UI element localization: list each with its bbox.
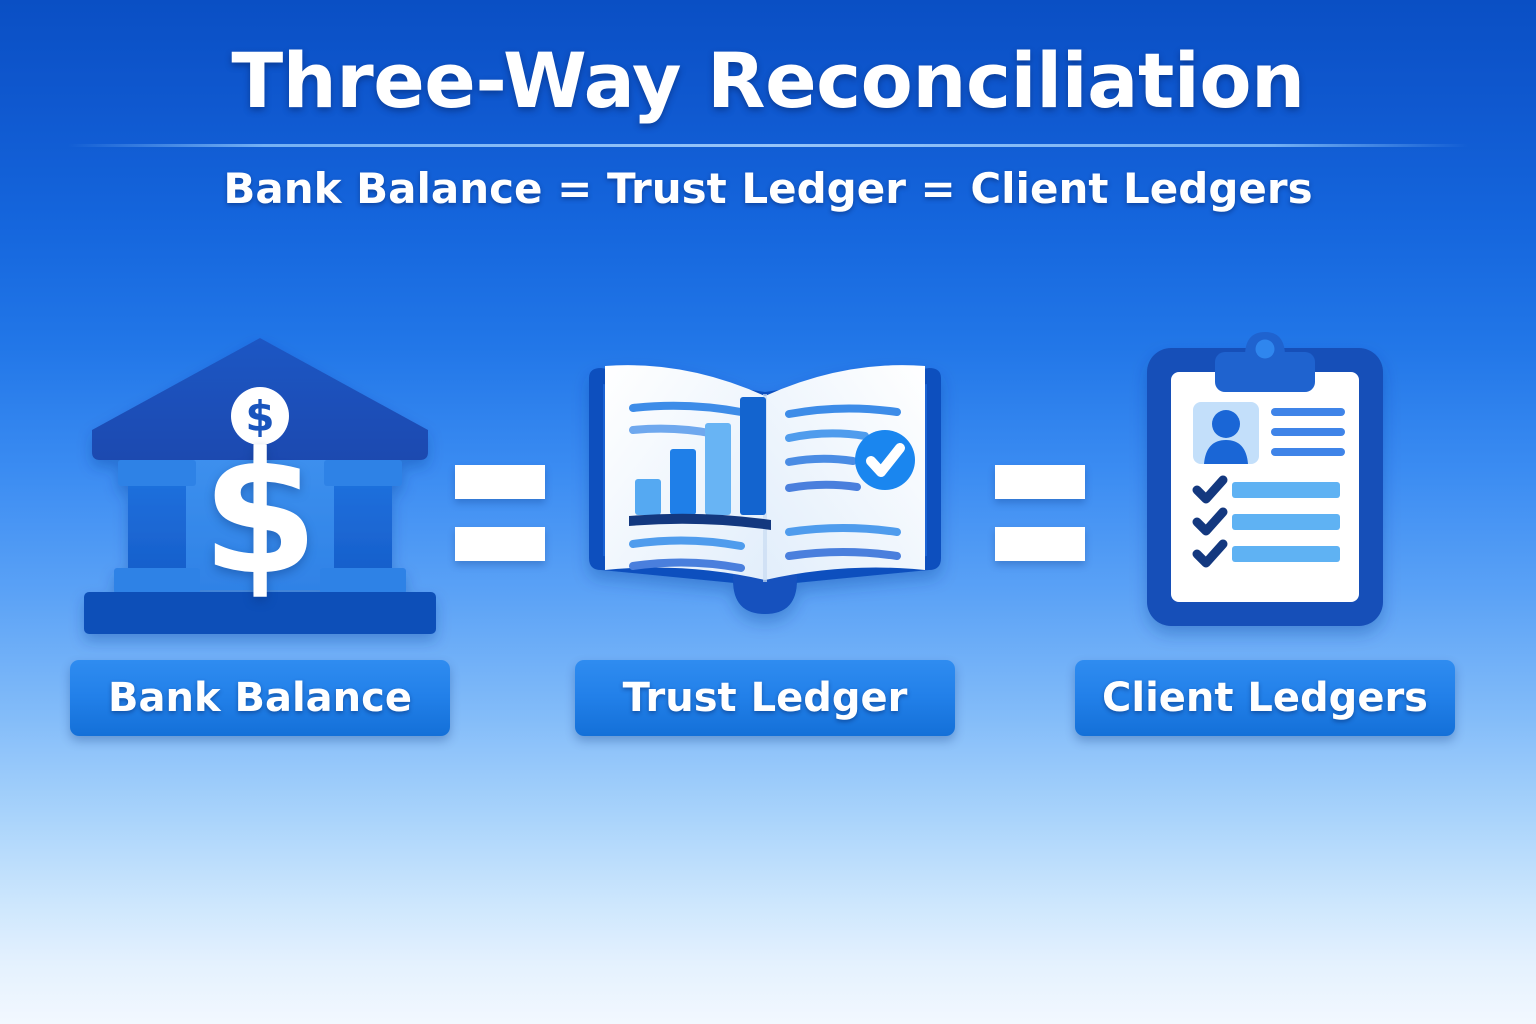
dollar-sign-icon: $: [202, 416, 319, 612]
checklist-row: [1192, 507, 1340, 536]
dollar-badge-icon: $: [231, 387, 289, 445]
header-divider: [68, 144, 1468, 147]
book-bar-chart: [629, 397, 771, 530]
bank-column-left: [128, 486, 186, 568]
open-book-icon: [575, 330, 955, 640]
equals-sign-1: [455, 465, 545, 570]
checklist: [1192, 475, 1340, 568]
equals-bar-top: [995, 465, 1085, 499]
avatar: [1193, 402, 1259, 464]
item-trust-ledger: Trust Ledger: [575, 330, 955, 760]
bank-base: [84, 592, 436, 634]
equals-bar-bottom: [455, 527, 545, 561]
equals-bar-top: [455, 465, 545, 499]
column-base-left: [114, 568, 200, 594]
book-left-text-lines-lower: [629, 536, 745, 572]
item-client-ledgers: Client Ledgers: [1075, 330, 1455, 760]
clip-hole: [1255, 339, 1275, 359]
page-title: Three-Way Reconciliation: [231, 36, 1305, 125]
equals-sign-2: [995, 465, 1085, 570]
column-base-right: [320, 568, 406, 594]
check-badge-icon: [855, 430, 915, 490]
clipboard-icon: [1075, 330, 1455, 640]
reconciliation-row: $ $ Bank Balance: [0, 330, 1536, 760]
page-subtitle: Bank Balance = Trust Ledger = Client Led…: [223, 164, 1313, 213]
bank-column-right: [334, 486, 392, 568]
equals-bar-bottom: [995, 527, 1085, 561]
column-capital-right: [324, 460, 402, 486]
clipboard-clip-icon: [1215, 332, 1315, 392]
bank-icon: $ $: [70, 330, 450, 640]
client-info-lines: [1271, 408, 1345, 456]
checklist-row: [1192, 539, 1340, 568]
label-client-ledgers[interactable]: Client Ledgers: [1075, 660, 1455, 736]
label-trust-ledger[interactable]: Trust Ledger: [575, 660, 955, 736]
chart-baseline: [629, 513, 771, 530]
column-capital-left: [118, 460, 196, 486]
book-right-text-lines: [785, 404, 901, 560]
label-bank-balance[interactable]: Bank Balance: [70, 660, 450, 736]
header: Three-Way Reconciliation Bank Balance = …: [0, 0, 1536, 240]
item-bank-balance: $ $ Bank Balance: [70, 330, 450, 760]
checklist-row: [1192, 475, 1340, 504]
svg-text:$: $: [245, 392, 274, 441]
